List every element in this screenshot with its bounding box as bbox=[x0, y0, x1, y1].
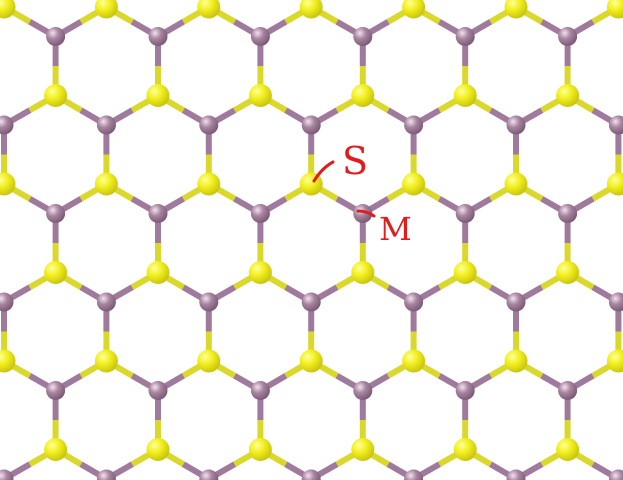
sulfur-atom bbox=[351, 261, 375, 284]
sulfur-atom bbox=[351, 84, 375, 107]
metal-atom bbox=[558, 27, 578, 46]
sulfur-atom bbox=[453, 261, 477, 284]
metal-atom bbox=[0, 469, 14, 480]
metal-atom bbox=[46, 27, 66, 46]
metal-atom bbox=[199, 115, 219, 135]
sulfur-atom bbox=[402, 349, 426, 373]
sulfur-atom bbox=[299, 0, 323, 19]
metal-atom bbox=[506, 115, 526, 135]
metal-atom bbox=[455, 27, 475, 46]
sulfur-atom bbox=[44, 438, 68, 461]
sulfur-atom bbox=[44, 84, 68, 107]
metal-atom bbox=[353, 381, 373, 400]
m-pointer-tick bbox=[356, 209, 376, 218]
sulfur-atom bbox=[197, 349, 221, 373]
sulfur-atom bbox=[556, 84, 580, 107]
metal-atom bbox=[250, 27, 270, 46]
sulfur-atom bbox=[556, 438, 580, 461]
sulfur-atom bbox=[504, 0, 528, 19]
sulfur-atom bbox=[197, 0, 221, 19]
sulfur-atom bbox=[504, 172, 528, 196]
sulfur-atom bbox=[402, 172, 426, 196]
sulfur-atom bbox=[197, 172, 221, 196]
sulfur-atom bbox=[94, 0, 118, 19]
sulfur-atom bbox=[94, 349, 118, 373]
metal-atom bbox=[0, 292, 14, 312]
sulfur-atom bbox=[94, 172, 118, 196]
metal-atom bbox=[506, 292, 526, 312]
sulfur-atom bbox=[248, 261, 272, 284]
metal-atom bbox=[148, 27, 168, 46]
metal-atom bbox=[455, 204, 475, 223]
metal-atom bbox=[148, 381, 168, 400]
sulfur-atom bbox=[606, 0, 623, 19]
sulfur-atom bbox=[402, 0, 426, 19]
annotation-layer: S M bbox=[312, 139, 412, 248]
metal-atom bbox=[608, 469, 623, 480]
metal-atom bbox=[96, 292, 116, 312]
sulfur-atom bbox=[453, 84, 477, 107]
metal-atom bbox=[301, 115, 321, 135]
metal-atom bbox=[608, 292, 623, 312]
metal-atom bbox=[353, 204, 373, 223]
sulfur-atom bbox=[146, 438, 170, 461]
metal-atom bbox=[199, 469, 219, 480]
sulfur-atom bbox=[299, 349, 323, 373]
sulfur-atom bbox=[44, 261, 68, 284]
metal-atom bbox=[404, 469, 424, 480]
s-pointer-tick bbox=[312, 160, 335, 183]
metal-atom bbox=[199, 292, 219, 312]
metal-atom bbox=[0, 115, 14, 135]
metal-atom bbox=[608, 115, 623, 135]
metal-atom bbox=[96, 469, 116, 480]
sulfur-atom bbox=[146, 261, 170, 284]
metal-atom bbox=[506, 469, 526, 480]
metal-atom bbox=[404, 115, 424, 135]
metal-atom bbox=[558, 204, 578, 223]
metal-atom bbox=[148, 204, 168, 223]
sulfur-atom bbox=[453, 438, 477, 461]
metal-atom bbox=[558, 381, 578, 400]
metal-atom bbox=[46, 204, 66, 223]
metal-atom bbox=[353, 27, 373, 46]
metal-atom bbox=[250, 381, 270, 400]
sulfur-atom bbox=[351, 438, 375, 461]
sulfur-atom bbox=[606, 172, 623, 196]
sulfur-atom bbox=[504, 349, 528, 373]
sulfur-atom bbox=[248, 438, 272, 461]
sulfur-atom bbox=[248, 84, 272, 107]
metal-atom bbox=[455, 381, 475, 400]
m-annotation-label: M bbox=[379, 210, 412, 248]
sulfur-atom bbox=[606, 349, 623, 373]
metal-atom bbox=[301, 292, 321, 312]
metal-atom bbox=[96, 115, 116, 135]
s-annotation-label: S bbox=[342, 139, 368, 183]
metal-atom bbox=[250, 204, 270, 223]
sulfur-atom bbox=[556, 261, 580, 284]
metal-atom bbox=[46, 381, 66, 400]
sulfur-atom bbox=[0, 0, 16, 19]
sulfur-atom bbox=[0, 349, 16, 373]
sulfur-atom bbox=[0, 172, 16, 196]
metal-atom bbox=[404, 292, 424, 312]
metal-atom bbox=[301, 469, 321, 480]
sulfur-atom bbox=[146, 84, 170, 107]
